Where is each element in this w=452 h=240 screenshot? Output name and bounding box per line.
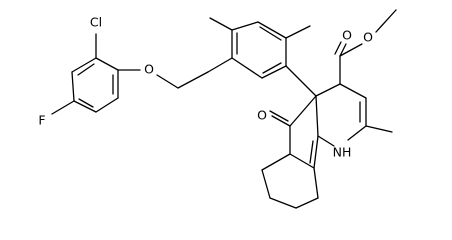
ether-oxygen-label: O	[144, 62, 154, 77]
ketone-bond-2	[269, 110, 289, 122]
ester-carbonyl-bond-2	[334, 41, 342, 55]
ketone-oxygen-label: O	[257, 108, 267, 123]
ester-methoxy-oxygen-label: O	[363, 30, 373, 45]
methoxy-bond	[375, 9, 397, 33]
ring-methyl-bond	[365, 125, 393, 133]
ketone-bond	[271, 115, 291, 127]
fluorine-label: F	[38, 113, 45, 128]
o-ch2-bond	[156, 74, 179, 89]
chlorine-label: Cl	[90, 15, 102, 30]
dihydropyridine-ring	[315, 83, 367, 147]
ester-carbonyl-oxygen-label: O	[342, 28, 352, 43]
ester-o-bond	[339, 43, 363, 57]
ch2-aryl-bond	[177, 71, 209, 89]
methyl-bond-top-right	[285, 25, 311, 39]
dimethylphenyl-ring	[207, 21, 287, 79]
aryl-c4-bond	[285, 65, 317, 97]
c-f-bond	[51, 100, 75, 115]
methyl-bond-top-left	[209, 17, 233, 31]
ester-carbonyl-bond	[339, 43, 347, 57]
chlorofluorophenyl-ring	[71, 57, 119, 113]
cyclohexenone-ring	[261, 95, 319, 209]
nh-label: NH	[333, 145, 352, 160]
